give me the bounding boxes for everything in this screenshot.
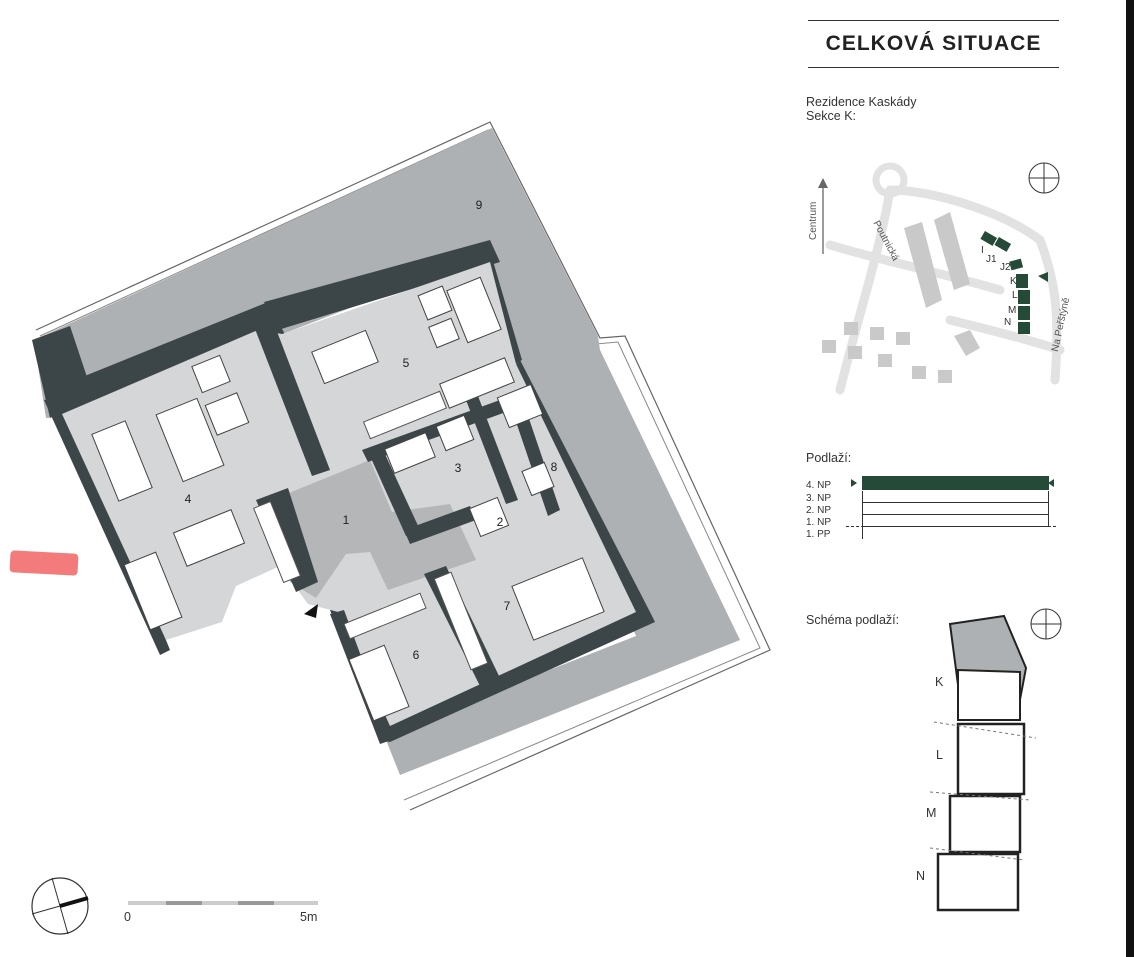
situation-map [818, 162, 1065, 395]
floor-1pp[interactable]: 1. PP [806, 527, 1066, 540]
schema-m: M [926, 806, 937, 820]
room-7: 7 [504, 599, 511, 613]
block-j1: J1 [986, 254, 997, 265]
schema-n: N [916, 869, 926, 883]
page-title: CELKOVÁ SITUACE [808, 20, 1059, 68]
room-9: 9 [476, 198, 483, 212]
scale-end: 5m [300, 910, 318, 924]
schema-plan [929, 608, 1062, 912]
map-compass-icon [1028, 162, 1060, 194]
floor-selector[interactable]: 4. NP 3. NP 2. NP 1. NP 1. PP [806, 476, 1066, 540]
schema-k: K [935, 675, 944, 689]
floor-4np[interactable]: 4. NP [806, 476, 1066, 491]
floor-plan: 1 2 3 4 5 6 7 8 9 [31, 121, 771, 935]
block-j2: J2 [1000, 262, 1011, 273]
section-arrow-icon [1038, 272, 1048, 282]
schema-label: Schéma podlaží: [806, 613, 900, 627]
schema-l: L [936, 748, 943, 762]
block-n: N [1004, 317, 1012, 328]
centrum-label: Centrum [808, 201, 819, 240]
room-2: 2 [497, 515, 504, 529]
hall-1 [262, 460, 476, 598]
room-3: 3 [455, 461, 462, 475]
terrace-9 [34, 128, 740, 775]
room-6: 6 [413, 648, 420, 662]
situation-line1: Rezidence Kaskády [806, 95, 917, 109]
floor-pointer-right-icon [1048, 479, 1054, 487]
terrace-outline [35, 121, 771, 811]
compass-icon [31, 877, 89, 935]
entrance-arrow-icon [304, 604, 318, 618]
room-1: 1 [343, 513, 350, 527]
highlight-marker [9, 550, 79, 576]
block-k: K [1010, 276, 1017, 287]
scale-bar [128, 901, 318, 905]
schema-compass-icon [1030, 608, 1062, 640]
block-l: L [1012, 290, 1018, 301]
centrum-arrow-icon [818, 178, 828, 188]
floors-label: Podlaží: [806, 451, 852, 465]
floor-1np[interactable]: 1. NP [806, 515, 1066, 528]
window-edge [1126, 0, 1134, 957]
floor-2np[interactable]: 2. NP [806, 503, 1066, 516]
situation-line2: Sekce K: [806, 109, 857, 123]
block-i: I [981, 245, 984, 256]
room-8: 8 [551, 460, 558, 474]
room-4: 4 [185, 492, 192, 506]
floor-pointer-icon [851, 479, 857, 487]
floor-3np[interactable]: 3. NP [806, 491, 1066, 504]
scale-start: 0 [124, 910, 131, 924]
block-m: M [1008, 305, 1017, 316]
room-5: 5 [403, 356, 410, 370]
